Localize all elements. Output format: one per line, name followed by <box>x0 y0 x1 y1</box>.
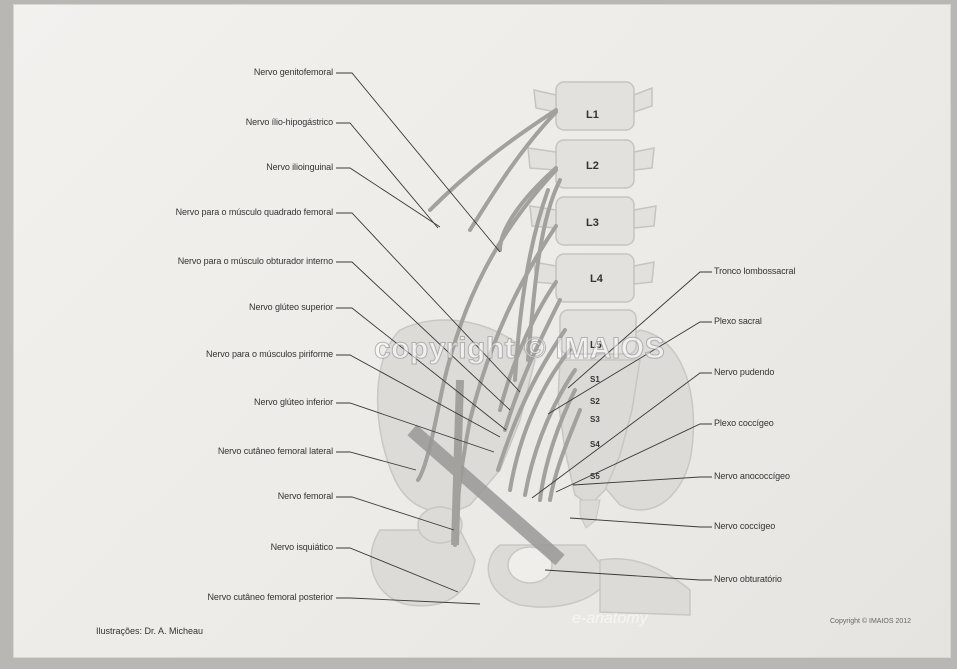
vertebra-l4: L4 <box>590 273 604 285</box>
label-superior-gluteal: Nervo glúteo superior <box>249 302 333 313</box>
sacral-s1: S1 <box>590 375 600 384</box>
sacral-s2: S2 <box>590 397 600 406</box>
vertebra-l3: L3 <box>586 217 599 229</box>
label-ilioinguinal: Nervo ilioinguinal <box>266 162 333 173</box>
label-sciatic: Nervo isquiático <box>271 542 333 553</box>
label-sacral-plexus: Plexo sacral <box>714 316 762 327</box>
label-femoral: Nervo femoral <box>278 491 333 502</box>
label-coccygeal-nerve: Nervo coccígeo <box>714 521 775 532</box>
label-anococcygeal: Nervo anococcígeo <box>714 471 790 482</box>
femoral-nerve-band <box>455 380 460 545</box>
vertebra-l1: L1 <box>586 109 599 121</box>
label-piriformis-nerve: Nervo para o músculos piriforme <box>206 349 333 360</box>
vertebra-l2: L2 <box>586 160 599 172</box>
label-obturator: Nervo obturatório <box>714 574 782 585</box>
label-posterior-femoral-cutaneous: Nervo cutâneo femoral posterior <box>208 592 333 603</box>
label-obturator-internus-nerve: Nervo para o músculo obturador interno <box>178 256 333 267</box>
label-coccygeal-plexus: Plexo coccígeo <box>714 418 774 429</box>
label-quadratus-femoris-nerve: Nervo para o músculo quadrado femoral <box>176 207 333 218</box>
label-genitofemoral: Nervo genitofemoral <box>254 67 333 78</box>
label-iliohypogastric: Nervo ílio-hipogástrico <box>246 117 333 128</box>
label-pudendal: Nervo pudendo <box>714 367 774 378</box>
sacral-s4: S4 <box>590 440 600 449</box>
sacral-s3: S3 <box>590 415 600 424</box>
label-inferior-gluteal: Nervo glúteo inferior <box>254 397 333 408</box>
illustrator-credit: Ilustrações: Dr. A. Micheau <box>96 626 203 636</box>
copyright-credit: Copyright © IMAIOS 2012 <box>830 618 911 625</box>
copyright-watermark: copyright © IMAIOS <box>374 332 665 366</box>
coccyx <box>580 500 600 528</box>
e-anatomy-watermark: e-anatomy <box>572 610 648 628</box>
label-lateral-femoral-cutaneous: Nervo cutâneo femoral lateral <box>218 446 333 457</box>
label-lumbosacral-trunk: Tronco lombossacral <box>714 266 795 277</box>
